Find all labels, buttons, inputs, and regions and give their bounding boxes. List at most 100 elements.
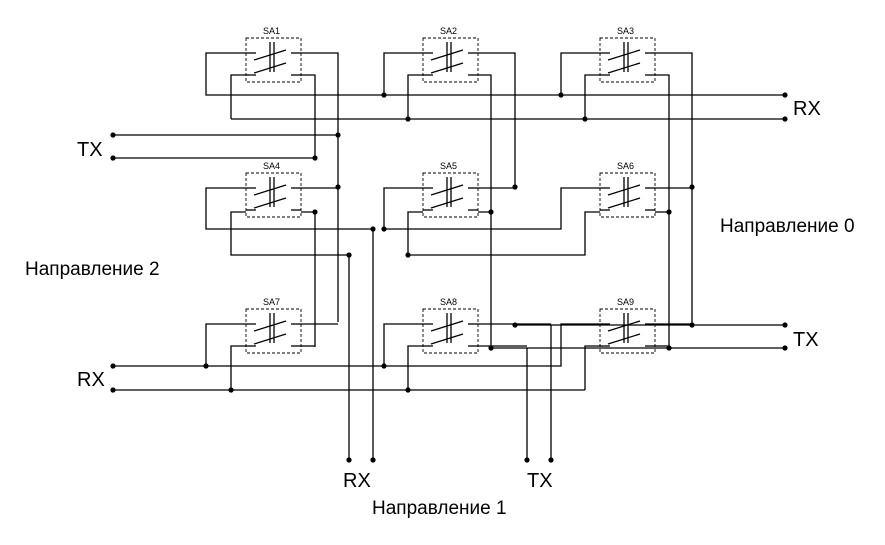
sa1-out-b: [301, 74, 316, 158]
sa4-loop: [205, 187, 373, 230]
sa5-out-b: [478, 211, 492, 347]
junction-dot: [110, 132, 116, 138]
junction-dot: [405, 252, 411, 258]
junction-dot: [312, 209, 318, 215]
switch-frame: [422, 172, 479, 218]
switch-frame: [245, 308, 302, 354]
switch-label: SA6: [617, 161, 634, 171]
junction-dot: [228, 387, 234, 393]
junction-dot: [335, 184, 341, 190]
junction-dot: [370, 226, 376, 232]
switch-sa9: SA9: [599, 297, 656, 354]
junction-dot: [203, 363, 209, 369]
sa7-loop: [205, 323, 246, 366]
junction-dot: [346, 457, 352, 463]
sa6-lead: [408, 211, 600, 256]
junction-dot: [689, 322, 695, 328]
sa1-lead: [230, 74, 246, 119]
sa4-out-b: [301, 211, 316, 347]
switch-sa6: SA6: [599, 161, 656, 218]
sa3-loop: [560, 52, 600, 95]
junction-dot: [524, 457, 530, 463]
dir0-tx-label: TX: [793, 329, 819, 351]
sa2-lead: [407, 74, 423, 119]
switch-label: SA4: [263, 161, 280, 171]
junction-dot: [110, 363, 116, 369]
junction-dot: [782, 92, 788, 98]
switch-label: SA1: [263, 26, 280, 36]
junction-dot: [782, 116, 788, 122]
switch-sa5: SA5: [422, 161, 479, 218]
sa9-loop: [385, 323, 600, 367]
direction-1-label: Направление 1: [372, 498, 507, 519]
junction-dot: [381, 363, 387, 369]
sa5-lead: [407, 211, 423, 255]
junction-dot: [582, 116, 588, 122]
switch-sa4: SA4: [245, 161, 302, 218]
junction-dot: [512, 322, 518, 328]
junction-dot: [405, 387, 411, 393]
sa2-out-b: [478, 74, 492, 212]
switch-sa8: SA8: [422, 297, 479, 354]
switch-label: SA2: [440, 26, 457, 36]
junction-dot: [666, 209, 672, 215]
sa8-lead: [407, 345, 423, 390]
switch-frame: [422, 37, 479, 83]
dir2-rx-label: RX: [77, 369, 105, 391]
direction-0-label: Направление 0: [720, 216, 855, 237]
junction-dot: [405, 116, 411, 122]
switch-frame: [422, 308, 479, 354]
junction-dot: [488, 345, 494, 351]
sa3-out-a: [655, 52, 693, 325]
junction-dot: [548, 457, 554, 463]
switch-label: SA3: [617, 26, 634, 36]
junction-dot: [335, 132, 341, 138]
switch-frame: [599, 308, 656, 354]
dir0-rx-label: RX: [793, 98, 821, 120]
switch-frame: [599, 37, 656, 83]
junction-dot: [666, 345, 672, 351]
direction-2-label: Направление 2: [25, 259, 160, 280]
wiring: [113, 52, 785, 460]
sa5-loop: [383, 187, 423, 229]
switch-label: SA7: [263, 297, 280, 307]
sa1-out-a: [301, 52, 339, 187]
junction-dot: [110, 155, 116, 161]
sa3-lead: [584, 74, 600, 119]
junction-dot: [782, 322, 788, 328]
junction-dot: [558, 92, 564, 98]
junction-dot: [110, 387, 116, 393]
junction-dot: [381, 92, 387, 98]
switch-frame: [245, 172, 302, 218]
sa7-lead: [230, 345, 246, 390]
sa1-loop: [205, 52, 384, 96]
switch-frame: [599, 172, 656, 218]
switch-sa1: SA1: [245, 26, 302, 83]
sa2-loop: [383, 52, 423, 95]
junction-dot: [782, 345, 788, 351]
dir2-tx-label: TX: [77, 139, 103, 161]
sa8-loop: [383, 323, 423, 366]
sa4-lead: [230, 211, 349, 256]
junction-dot: [381, 226, 387, 232]
sa6-loop: [384, 187, 600, 230]
sa9-lead: [584, 345, 600, 390]
sa2-out-a: [478, 52, 516, 187]
switch-label: SA8: [440, 297, 457, 307]
junction-dot: [488, 209, 494, 215]
switch-sa7: SA7: [245, 297, 302, 354]
switch-sa2: SA2: [422, 26, 479, 83]
junction-dot: [370, 457, 376, 463]
dir1-tx-label: TX: [527, 470, 553, 492]
switch-sa3: SA3: [599, 26, 656, 83]
junction-dot: [312, 155, 318, 161]
sa3-out-b: [655, 74, 670, 348]
junction-dot: [346, 252, 352, 258]
switch-label: SA5: [440, 161, 457, 171]
switch-frame: [245, 37, 302, 83]
junction-dot: [689, 184, 695, 190]
junction-dots: [110, 92, 788, 463]
dir1-rx-label: RX: [343, 470, 371, 492]
